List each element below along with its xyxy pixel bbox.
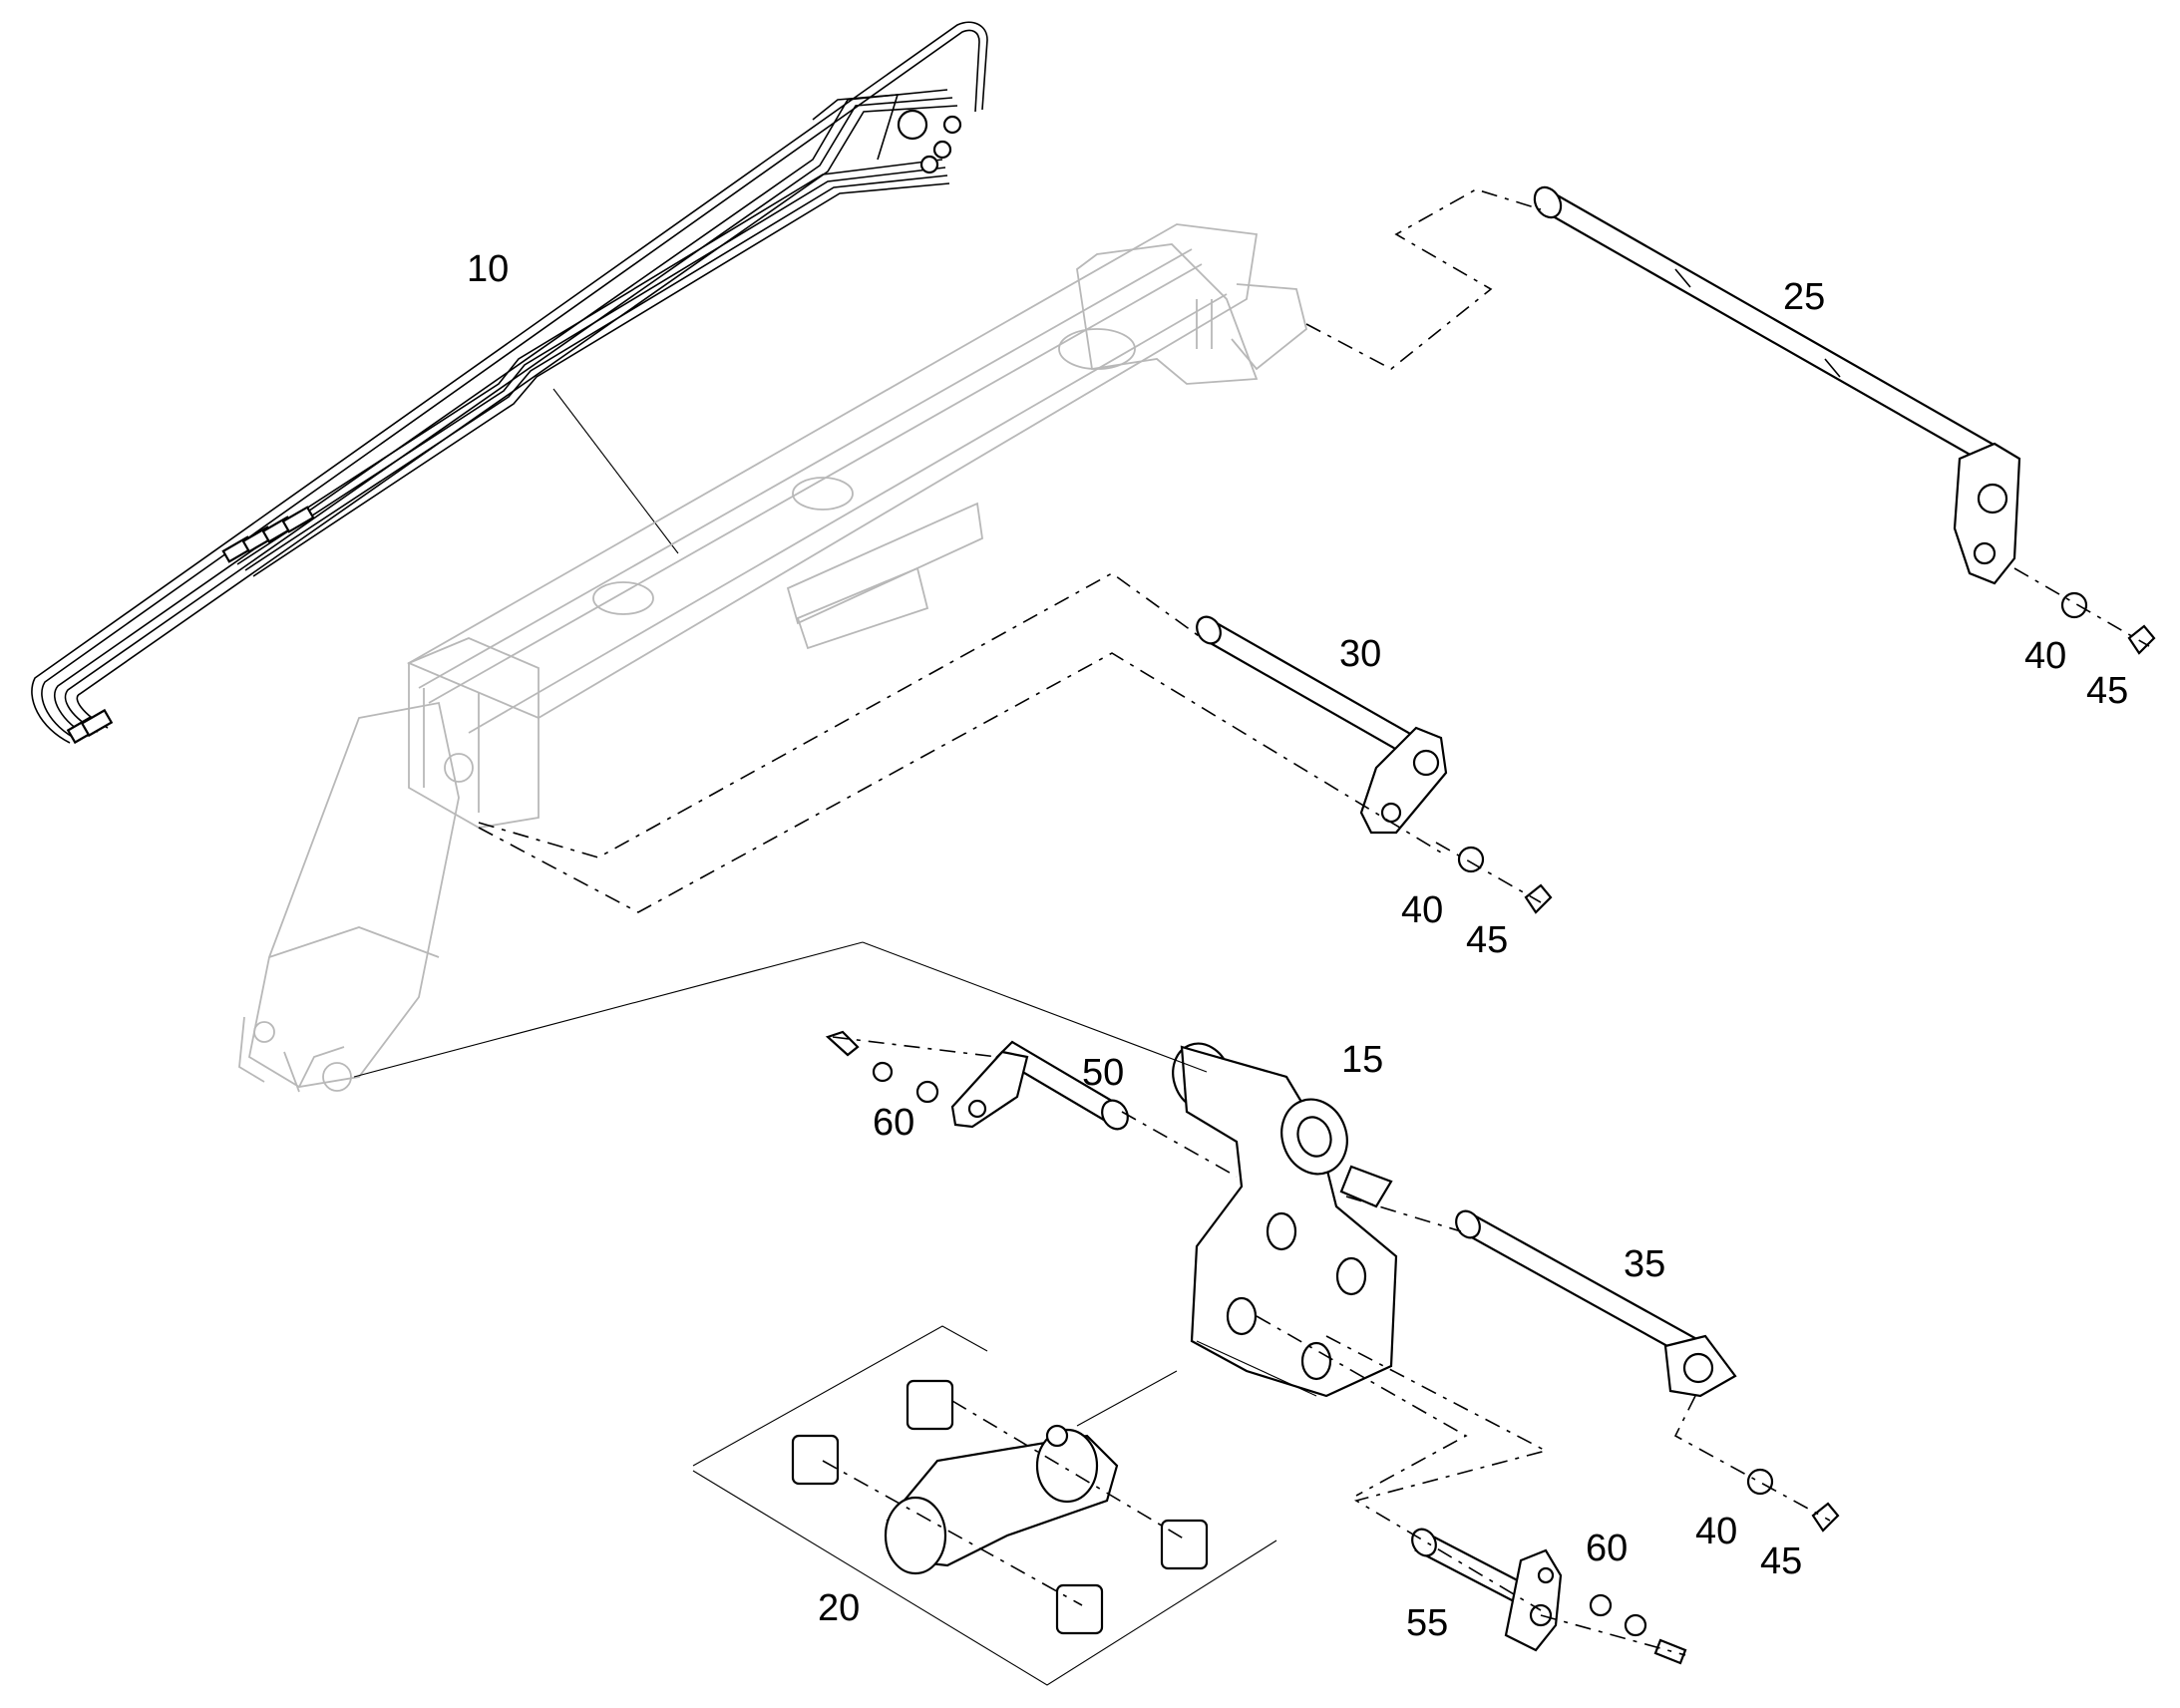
pin-part-30 [1196, 615, 1448, 835]
callout-55: 55 [1406, 1602, 1448, 1644]
pin-part-35 [1455, 1209, 1737, 1398]
callout-20: 20 [818, 1587, 860, 1629]
linkage-part-20 [692, 1325, 1277, 1686]
callout-60-right: 60 [1586, 1528, 1628, 1569]
callout-45-upper: 45 [2086, 670, 2128, 712]
bracket-part-15 [1076, 1042, 1398, 1427]
callout-10: 10 [467, 248, 509, 290]
callout-40-middle: 40 [1401, 889, 1443, 931]
boom-assembly [238, 223, 1308, 1093]
callout-45-lower: 45 [1760, 1540, 1802, 1582]
callout-40-lower: 40 [1695, 1511, 1737, 1552]
pin-part-25 [1533, 185, 2021, 585]
callout-60-left: 60 [873, 1102, 914, 1144]
callout-25: 25 [1783, 276, 1825, 318]
pin-part-50 [950, 1040, 1129, 1131]
assembly-guide-lines [353, 188, 2150, 1656]
callout-45-middle: 45 [1466, 919, 1508, 961]
callout-15: 15 [1341, 1039, 1383, 1081]
pin-part-55 [1411, 1528, 1563, 1652]
callout-35: 35 [1624, 1243, 1665, 1285]
callout-50: 50 [1082, 1052, 1124, 1094]
hose-set-part-10 [31, 21, 988, 745]
callouts: 10 25 30 40 45 40 45 15 50 60 35 40 45 6… [467, 248, 2128, 1644]
callout-30: 30 [1339, 633, 1381, 675]
callout-40-upper: 40 [2024, 635, 2066, 677]
